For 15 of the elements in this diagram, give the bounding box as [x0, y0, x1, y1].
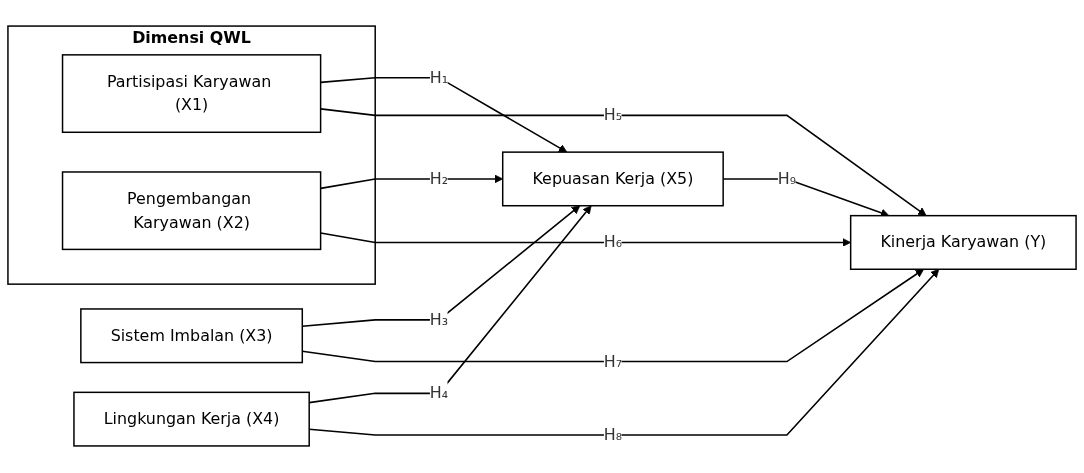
node-box: Sistem Imbalan (X3): [80, 308, 304, 364]
edge-label: H₂: [429, 169, 449, 188]
edge-label: H₉: [777, 169, 797, 188]
edge-label: H₆: [603, 232, 623, 252]
node-box: Kinerja Karyawan (Y): [849, 214, 1077, 270]
edge-label: H₅: [603, 105, 623, 125]
edge-label: H₈: [603, 425, 623, 444]
node-box: Partisipasi Karyawan (X1): [61, 54, 322, 134]
edge-label: H₇: [603, 351, 623, 371]
node-box: Pengembangan Karyawan (X2): [61, 171, 322, 251]
edge-label: H₃: [429, 309, 449, 329]
node-box: Lingkungan Kerja (X4): [73, 391, 310, 447]
node-box: Kepuasan Kerja (X5): [501, 151, 724, 207]
edge-label: H₁: [429, 67, 449, 87]
edge-label: H₄: [429, 383, 449, 403]
